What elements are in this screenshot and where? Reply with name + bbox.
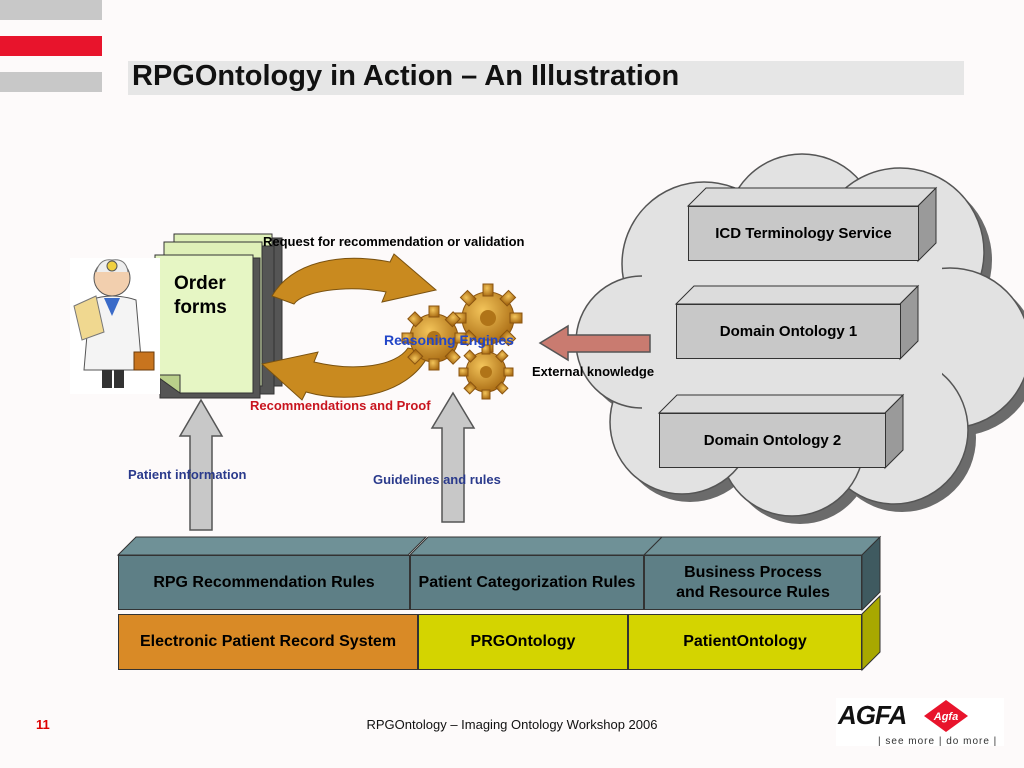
icd-label: ICD Terminology Service bbox=[715, 225, 892, 242]
patient-cat-label: Patient Categorization Rules bbox=[418, 573, 636, 591]
order-forms-label: Order forms bbox=[174, 273, 227, 318]
page-number: 11 bbox=[36, 717, 50, 732]
rules-blocks-3d bbox=[116, 535, 882, 672]
order-forms-stack bbox=[153, 233, 283, 399]
agfa-tagline: | see more | do more | bbox=[878, 736, 998, 747]
agfa-badge-icon: Agfa bbox=[924, 700, 968, 732]
agfa-logo-word: AGFA bbox=[838, 700, 907, 730]
guidelines-label: Guidelines and rules bbox=[373, 472, 501, 487]
external-knowledge-arrow bbox=[538, 324, 651, 362]
prgontology-block: PRGOntology bbox=[418, 614, 628, 670]
external-knowledge-label: External knowledge bbox=[532, 364, 655, 379]
domain2-box-3d bbox=[657, 393, 905, 470]
domain-ontology-2: Domain Ontology 2 bbox=[659, 413, 886, 468]
deco-bar-top bbox=[0, 0, 102, 20]
slide-title: RPGOntology in Action – An Illustration bbox=[132, 60, 680, 92]
domain-ontology-1: Domain Ontology 1 bbox=[676, 304, 901, 359]
reasoning-engines-label: Reasoning Engines bbox=[384, 332, 514, 348]
prg-label: PRGOntology bbox=[470, 633, 576, 650]
deco-bar-bottom bbox=[0, 72, 102, 92]
agfa-badge-text: Agfa bbox=[933, 711, 958, 723]
doctor-illustration bbox=[70, 258, 160, 394]
patientontology-block: PatientOntology bbox=[628, 614, 862, 670]
epr-label: Electronic Patient Record System bbox=[139, 633, 397, 650]
rpg-rules-label: RPG Recommendation Rules bbox=[153, 573, 375, 591]
guidelines-arrow bbox=[430, 391, 476, 523]
title-background bbox=[128, 61, 964, 95]
agfa-logo bbox=[836, 698, 1004, 746]
deco-bar-red bbox=[0, 36, 102, 56]
reasoning-gears bbox=[401, 283, 523, 400]
recommendation-curved-arrow bbox=[260, 347, 431, 401]
patient-ontology-label: PatientOntology bbox=[683, 633, 807, 650]
patient-information-label: Patient information bbox=[128, 467, 247, 482]
electronic-patient-record-system: Electronic Patient Record System bbox=[118, 614, 418, 670]
patient-info-arrow bbox=[178, 398, 224, 531]
request-curved-arrow bbox=[271, 253, 438, 305]
patient-categorization-rules: Patient Categorization Rules bbox=[410, 555, 644, 610]
footer-text: RPGOntology – Imaging Ontology Workshop … bbox=[366, 717, 658, 732]
recommendations-label: Recommendations and Proof bbox=[250, 398, 431, 413]
icd-box-3d bbox=[686, 186, 938, 263]
icd-terminology-service: ICD Terminology Service bbox=[688, 206, 919, 261]
domain1-label: Domain Ontology 1 bbox=[719, 323, 858, 340]
rpg-recommendation-rules: RPG Recommendation Rules bbox=[118, 555, 410, 610]
business-process-label: Business Process and Resource Rules bbox=[676, 563, 830, 601]
request-label: Request for recommendation or validation bbox=[263, 234, 525, 249]
domain2-label: Domain Ontology 2 bbox=[703, 432, 842, 449]
business-process-rules: Business Process and Resource Rules bbox=[644, 555, 862, 610]
